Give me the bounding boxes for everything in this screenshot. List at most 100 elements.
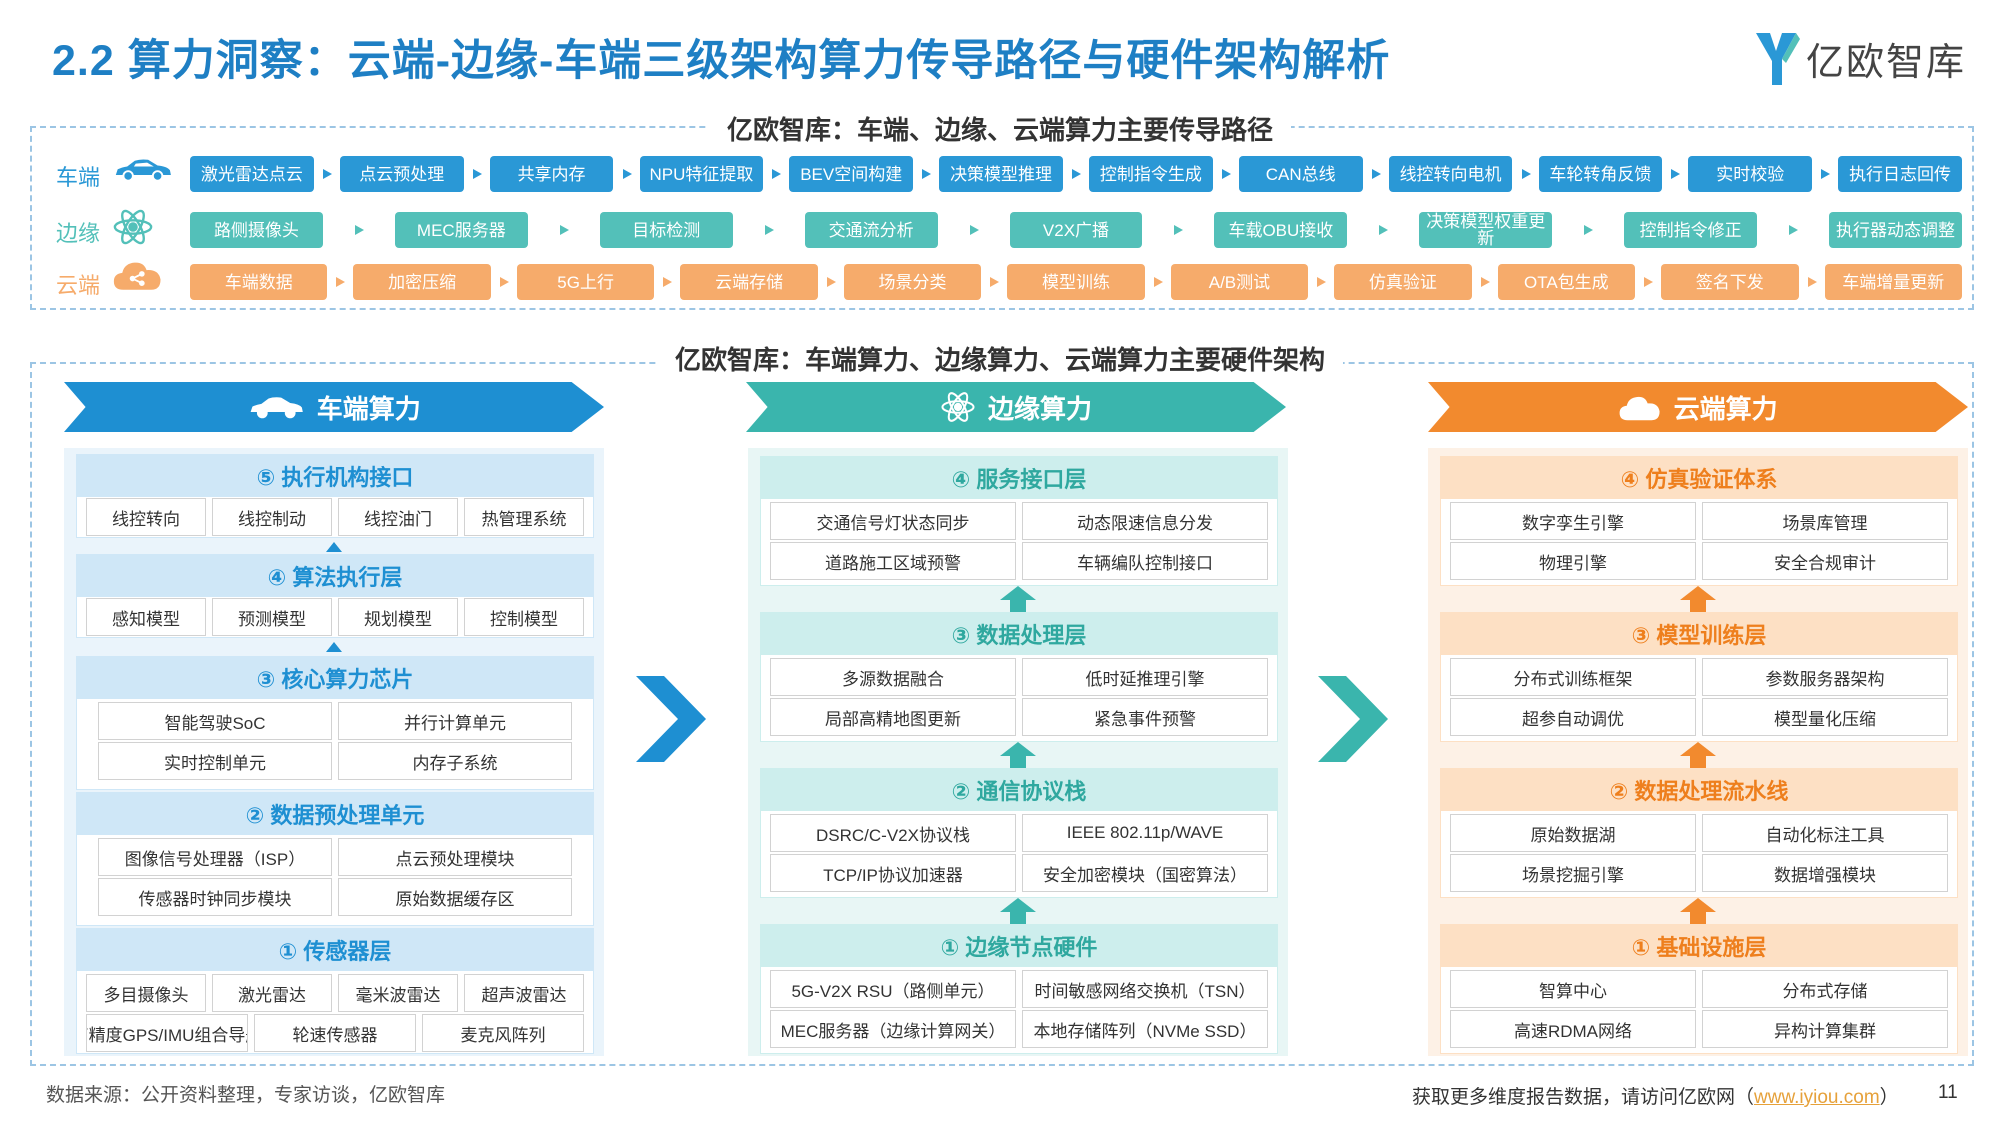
path-step: 5G上行 <box>516 264 655 300</box>
hardware-component: 5G-V2X RSU（路侧单元） <box>770 970 1016 1008</box>
hardware-component: 动态限速信息分发 <box>1022 502 1268 540</box>
layer-title: ③ 核心算力芯片 <box>77 657 593 699</box>
edge-network-icon <box>940 389 976 425</box>
path-step: CAN总线 <box>1238 156 1363 192</box>
path-step: 车端增量更新 <box>1824 264 1962 300</box>
path-step: 车端数据 <box>190 264 328 300</box>
arrow-right-icon <box>1371 169 1381 179</box>
path-step: 控制指令修正 <box>1624 212 1758 248</box>
hardware-component: 控制模型 <box>464 598 584 636</box>
path-step: BEV空间构建 <box>789 156 914 192</box>
layer-title: ① 基础设施层 <box>1441 925 1957 967</box>
chevron-right-icon <box>636 676 706 762</box>
column-title: 边缘算力 <box>987 393 1092 424</box>
layer-title: ④ 算法执行层 <box>77 555 593 597</box>
hardware-component: 内存子系统 <box>338 742 572 780</box>
layer-title: ① 传感器层 <box>77 929 593 971</box>
arrow-up-icon <box>326 542 342 552</box>
hardware-component: IEEE 802.11p/WAVE <box>1022 814 1268 852</box>
arrow-right-icon <box>663 277 673 287</box>
architecture-title: 亿欧智库：车端算力、边缘算力、云端算力主要硬件架构 <box>656 340 1344 377</box>
hardware-component: 分布式存储 <box>1702 970 1948 1008</box>
hardware-component: TCP/IP协议加速器 <box>770 854 1016 892</box>
arrow-right-icon <box>1584 225 1594 235</box>
arrow-right-icon <box>1807 277 1817 287</box>
column-banner: 车端算力 <box>64 382 604 432</box>
chevron-right-icon <box>1318 676 1388 762</box>
hardware-component: 物理引擎 <box>1450 542 1696 580</box>
hardware-component: MEC服务器（边缘计算网关） <box>770 1010 1016 1048</box>
arrow-right-icon <box>1379 225 1389 235</box>
hardware-component: 点云预处理模块 <box>338 838 572 876</box>
logo-text: 亿欧智库 <box>1805 41 1966 84</box>
arrow-right-icon <box>1153 277 1163 287</box>
path-step: 执行器动态调整 <box>1829 212 1962 248</box>
page-title: 2.2 算力洞察：云端-边缘-车端三级架构算力传导路径与硬件架构解析 <box>52 37 1391 85</box>
layer-title: ③ 数据处理层 <box>761 613 1277 655</box>
path-step: MEC服务器 <box>394 212 528 248</box>
layer-title: ② 数据预处理单元 <box>77 793 593 835</box>
hardware-component: 热管理系统 <box>464 498 584 536</box>
hardware-component: 感知模型 <box>86 598 206 636</box>
path-step: 线控转向电机 <box>1388 156 1513 192</box>
website-link[interactable]: www.iyiou.com <box>1754 1087 1880 1108</box>
hardware-component: 车辆编队控制接口 <box>1022 542 1268 580</box>
architecture-layer: ④ 算法执行层 <box>76 554 594 638</box>
hardware-component: 智能驾驶SoC <box>98 702 332 740</box>
arrow-right-icon <box>1480 277 1490 287</box>
hardware-component: 超参自动调优 <box>1450 698 1696 736</box>
footer-note-end: ） <box>1879 1087 1899 1108</box>
hardware-component: 时间敏感网络交换机（TSN） <box>1022 970 1268 1008</box>
arrow-right-icon <box>499 277 509 287</box>
path-step: 激光雷达点云 <box>190 156 314 192</box>
path-step: 实时校验 <box>1688 156 1813 192</box>
hardware-component: 规划模型 <box>338 598 458 636</box>
hardware-component: 原始数据湖 <box>1450 814 1696 852</box>
path-step: 场景分类 <box>843 264 982 300</box>
path-row-label: 车端 <box>56 165 101 190</box>
arrow-right-icon <box>322 169 332 179</box>
hardware-component: 安全合规审计 <box>1702 542 1948 580</box>
hardware-component: 线控油门 <box>338 498 458 536</box>
hardware-component: 分布式训练框架 <box>1450 658 1696 696</box>
hardware-component: 模型量化压缩 <box>1702 698 1948 736</box>
arrow-right-icon <box>559 225 569 235</box>
hardware-component: 数字孪生引擎 <box>1450 502 1696 540</box>
path-step: 加密压缩 <box>353 264 491 300</box>
hardware-component: 场景库管理 <box>1702 502 1948 540</box>
hardware-component: 场景挖掘引擎 <box>1450 854 1696 892</box>
path-step: 目标检测 <box>599 212 733 248</box>
path-step: 仿真验证 <box>1334 264 1472 300</box>
paths-title: 亿欧智库：车端、边缘、云端算力主要传导路径 <box>708 110 1292 147</box>
column-banner: 云端算力 <box>1428 382 1968 432</box>
path-step: 车载OBU接收 <box>1214 212 1348 248</box>
hardware-component: 原始数据缓存区 <box>338 878 572 916</box>
hardware-component: 实时控制单元 <box>98 742 332 780</box>
cloud-icon <box>112 258 162 297</box>
hardware-component: 预测模型 <box>212 598 332 636</box>
arrow-right-icon <box>764 225 774 235</box>
path-row-label: 边缘 <box>56 221 101 246</box>
hardware-component: 轮速传感器 <box>254 1014 416 1052</box>
hardware-component: 线控转向 <box>86 498 206 536</box>
iyiou-logo-icon <box>1755 33 1800 85</box>
path-step: NPU特征提取 <box>639 156 764 192</box>
path-row-label: 云端 <box>56 273 101 298</box>
arrow-right-icon <box>1644 277 1654 287</box>
path-step: 控制指令生成 <box>1089 156 1213 192</box>
arrow-right-icon <box>1821 169 1831 179</box>
path-step: 路侧摄像头 <box>190 212 323 248</box>
path-step: 车轮转角反馈 <box>1538 156 1663 192</box>
arrow-right-icon <box>1521 169 1531 179</box>
arrow-right-icon <box>1072 169 1081 179</box>
logo: 亿欧智库 <box>1752 28 1966 88</box>
path-step: 共享内存 <box>489 156 614 192</box>
layer-title: ⑤ 执行机构接口 <box>77 455 593 497</box>
layer-title: ① 边缘节点硬件 <box>761 925 1277 967</box>
hardware-component: 参数服务器架构 <box>1702 658 1948 696</box>
layer-title: ② 数据处理流水线 <box>1441 769 1957 811</box>
hardware-component: 局部高精地图更新 <box>770 698 1016 736</box>
edge-network-icon <box>112 206 154 253</box>
arrow-right-icon <box>1789 225 1799 235</box>
hardware-component: 高速RDMA网络 <box>1450 1010 1696 1048</box>
